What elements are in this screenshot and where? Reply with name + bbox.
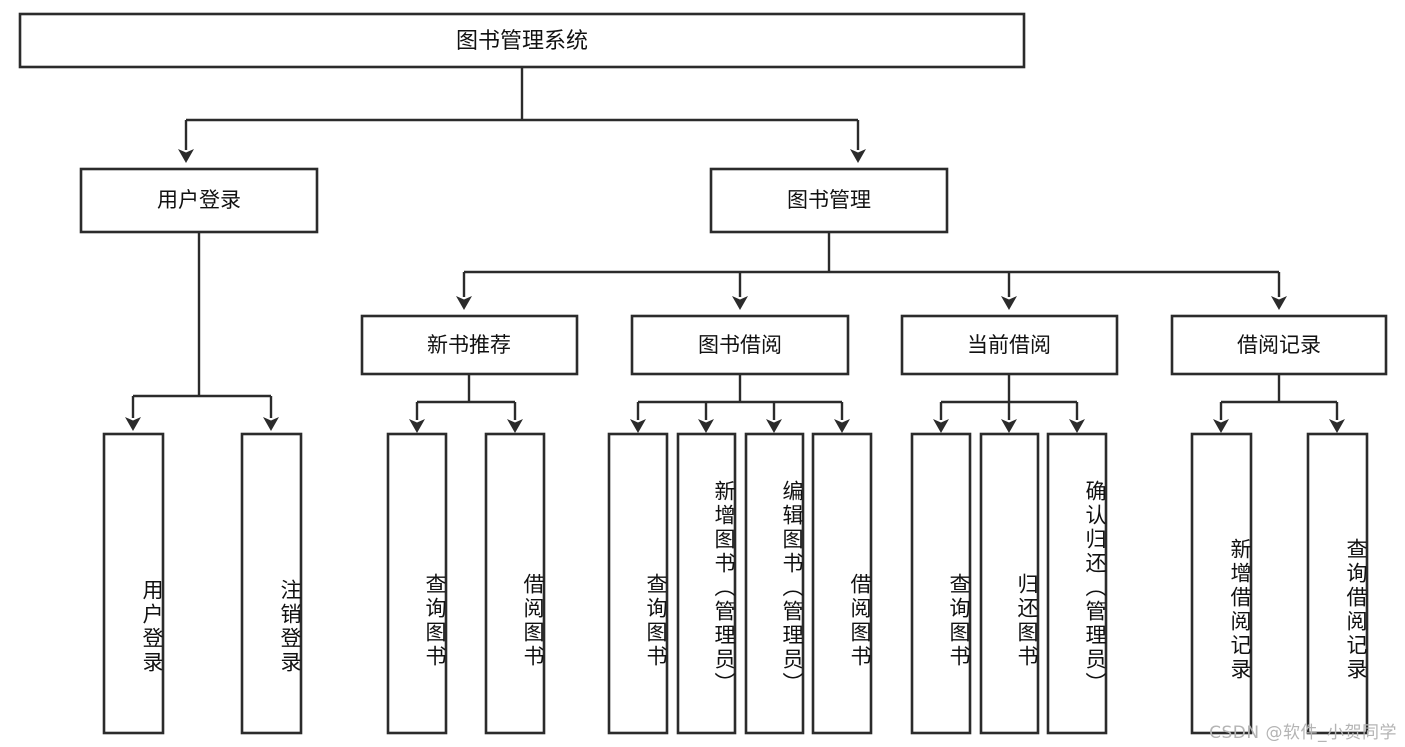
node-book-borrow[interactable]: 图书借阅: [630, 314, 850, 376]
leaf-box: [676, 432, 737, 735]
node-user-login-label: 用户登录: [157, 188, 241, 212]
connector-currentborrow-to-leaves: [933, 374, 1085, 433]
leaf-box: [910, 432, 972, 735]
leaf-box: [979, 432, 1040, 735]
leaf-box: [240, 432, 303, 735]
node-current-borrow[interactable]: 当前借阅: [900, 314, 1119, 376]
node-root-label: 图书管理系统: [456, 29, 588, 54]
connector-userlogin-to-leaves: [125, 232, 279, 431]
node-borrow-record[interactable]: 借阅记录: [1170, 314, 1388, 376]
connector-borrowrecord-to-leaves: [1213, 374, 1345, 433]
node-book-management[interactable]: 图书管理: [709, 167, 949, 234]
leaf-box: [1306, 432, 1369, 735]
leaf-box: [1190, 432, 1253, 735]
leaf-box: [811, 432, 873, 735]
leaf-box: [386, 432, 448, 735]
node-current-borrow-label: 当前借阅: [967, 333, 1051, 357]
connector-newbook-to-leaves: [409, 374, 523, 433]
node-borrow-record-label: 借阅记录: [1237, 333, 1321, 357]
leaf-box: [1046, 432, 1108, 735]
node-root[interactable]: 图书管理系统: [18, 12, 1026, 69]
connector-root-to-level1: [178, 67, 866, 163]
node-book-management-label: 图书管理: [787, 188, 871, 212]
node-book-borrow-label: 图书借阅: [698, 333, 782, 357]
leaf-box: [744, 432, 805, 735]
leaf-box: [607, 432, 669, 735]
leaf-box: [484, 432, 546, 735]
node-user-login[interactable]: 用户登录: [79, 167, 319, 234]
node-new-book-recommend-label: 新书推荐: [427, 333, 511, 357]
node-new-book-recommend[interactable]: 新书推荐: [360, 314, 579, 376]
leaf-boxes: [102, 432, 1369, 735]
connector-bookmgmt-to-level2: [456, 232, 1287, 310]
connector-bookborrow-to-leaves: [630, 374, 850, 433]
leaf-box: [102, 432, 165, 735]
watermark-text: CSDN @软件_小贺同学: [1209, 723, 1397, 743]
